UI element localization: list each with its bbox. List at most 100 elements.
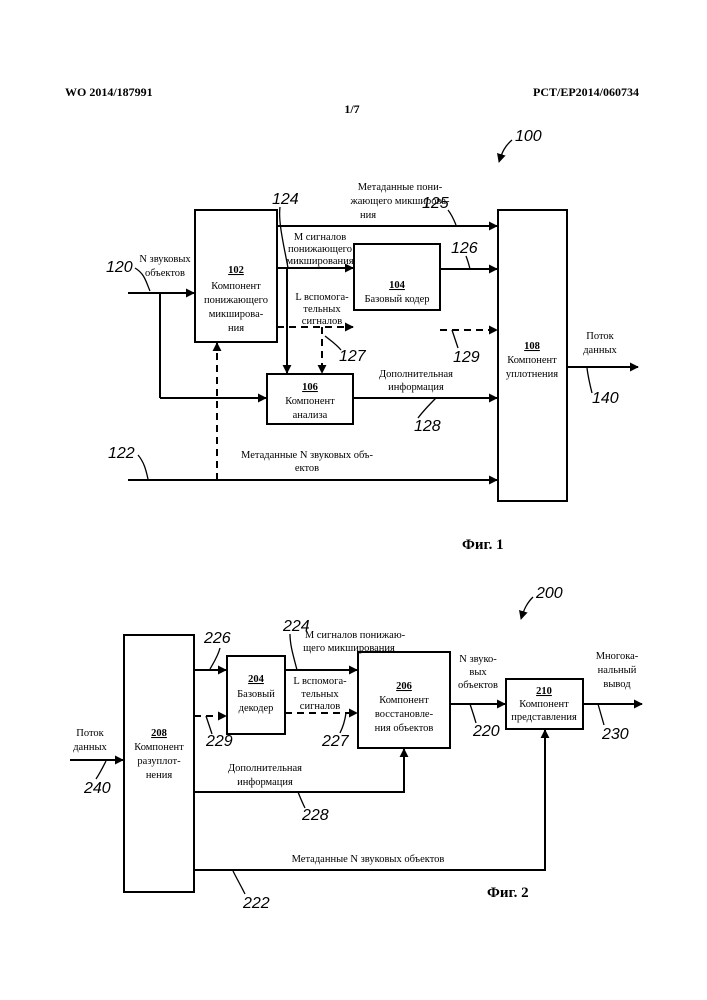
figure-1: 100 102 Компонент понижающего микширова-…	[106, 128, 638, 553]
block-204-line-2: декодер	[239, 703, 274, 714]
ref-122-leader	[138, 455, 148, 479]
publication-number: WO 2014/187991	[65, 85, 153, 99]
ref-125-leader	[448, 210, 456, 225]
ref-127: 127	[339, 348, 367, 365]
input-label-line-1: N звуковых	[139, 254, 191, 265]
side-info-line-2: информация	[388, 382, 444, 393]
output-label-line-1: Многока-	[596, 651, 639, 662]
block-204-line-1: Базовый	[237, 689, 275, 700]
ref-124: 124	[272, 191, 299, 208]
downmix-meta-line-3: ния	[360, 210, 376, 221]
block-102-line-4: ния	[228, 323, 244, 334]
ref-126: 126	[451, 240, 478, 257]
block-104-line-1: Базовый кодер	[364, 294, 429, 305]
l-signals-line-3: сигналов	[300, 701, 340, 712]
ref-128-leader	[418, 398, 436, 418]
block-104-number: 104	[389, 280, 406, 291]
ref-224: 224	[282, 618, 310, 635]
block-206-line-3: ния объектов	[375, 723, 434, 734]
ref-229-leader	[206, 716, 212, 734]
block-106-number: 106	[302, 382, 318, 393]
object-metadata-arrow	[194, 730, 545, 870]
block-102-line-3: микширова-	[209, 309, 264, 320]
block-208-number: 208	[151, 728, 167, 739]
object-meta-line-2: ектов	[295, 463, 319, 474]
figure-2: 200 208 Компонент разуплот- нения 204 Ба…	[70, 585, 642, 912]
application-number: PCT/EP2014/060734	[533, 85, 639, 99]
m-signals-line-1: M сигналов понижаю-	[305, 630, 406, 641]
block-206-line-1: Компонент	[379, 695, 429, 706]
block-204-number: 204	[248, 674, 265, 685]
block-210-line-1: Компонент	[519, 699, 569, 710]
output-label-line-1: Поток	[586, 331, 614, 342]
n-objects-line-1: N звуко-	[459, 654, 497, 665]
ref-230-leader	[598, 704, 604, 725]
ref-229: 229	[205, 733, 233, 750]
page-number: 1/7	[344, 102, 359, 116]
ref-200: 200	[535, 585, 563, 602]
input-label-line-2: объектов	[145, 268, 185, 279]
ref-227: 227	[321, 733, 350, 750]
output-label-line-3: вывод	[603, 679, 631, 690]
ref-227-leader	[340, 713, 346, 733]
ref-140: 140	[592, 390, 619, 407]
block-108-number: 108	[524, 341, 540, 352]
ref-200-leader	[521, 597, 533, 619]
ref-228-leader	[298, 792, 305, 808]
n-objects-line-3: объектов	[458, 680, 498, 691]
downmix-meta-line-1: Метаданные пони-	[358, 182, 443, 193]
ref-222: 222	[242, 895, 270, 912]
ref-230: 230	[601, 726, 629, 743]
block-208-line-1: Компонент	[134, 742, 184, 753]
figure-1-caption: Фиг. 1	[462, 537, 504, 553]
ref-224-leader	[290, 634, 297, 670]
input-label-line-1: Поток	[76, 728, 104, 739]
ref-122: 122	[108, 445, 135, 462]
ref-228: 228	[301, 807, 329, 824]
ref-129: 129	[453, 349, 480, 366]
ref-100: 100	[515, 128, 542, 145]
ref-240: 240	[83, 780, 111, 797]
ref-220: 220	[472, 723, 500, 740]
input-label-line-2: данных	[73, 742, 107, 753]
block-208-line-2: разуплот-	[137, 756, 181, 767]
figure-2-caption: Фиг. 2	[487, 885, 529, 901]
l-signals-line-2: тельных	[303, 304, 341, 315]
ref-140-leader	[587, 368, 592, 393]
output-label-line-2: данных	[583, 345, 617, 356]
block-108-line-1: Компонент	[507, 355, 557, 366]
block-206-line-2: восстановле-	[375, 709, 434, 720]
ref-100-leader	[499, 140, 512, 162]
block-210-line-2: представления	[511, 712, 577, 723]
l-signals-line-1: L вспомога-	[295, 292, 349, 303]
side-info-line-1: Дополнительная	[379, 369, 453, 380]
n-objects-line-2: вых	[469, 667, 487, 678]
ref-120: 120	[106, 259, 133, 276]
block-106-line-2: анализа	[293, 410, 328, 421]
ref-128: 128	[414, 418, 441, 435]
block-210-number: 210	[536, 686, 552, 697]
l-signals-line-3: сигналов	[302, 316, 342, 327]
ref-222-leader	[233, 871, 245, 894]
m-signals-line-2: понижающего	[288, 244, 352, 255]
ref-124-leader	[280, 207, 288, 268]
block-208-line-3: нения	[146, 770, 173, 781]
side-info-line-1: Дополнительная	[228, 763, 302, 774]
block-206-number: 206	[396, 681, 412, 692]
output-label-line-2: нальный	[598, 665, 637, 676]
m-signals-line-1: M сигналов	[294, 232, 346, 243]
ref-240-leader	[96, 761, 106, 779]
side-info-line-2: информация	[237, 777, 293, 788]
block-102-line-1: Компонент	[211, 281, 261, 292]
l-signals-line-2: тельных	[301, 689, 339, 700]
m-signals-line-3: микширования	[286, 256, 353, 267]
ref-125: 125	[422, 195, 449, 212]
ref-127-leader	[325, 336, 341, 350]
ref-126-leader	[466, 256, 470, 269]
m-signals-line-2: щего микширования	[303, 643, 395, 654]
object-meta-line-1: Метаданные N звуковых объектов	[292, 854, 445, 865]
block-106-line-1: Компонент	[285, 396, 335, 407]
ref-129-leader	[452, 330, 458, 348]
object-meta-line-1: Метаданные N звуковых объ-	[241, 450, 373, 461]
